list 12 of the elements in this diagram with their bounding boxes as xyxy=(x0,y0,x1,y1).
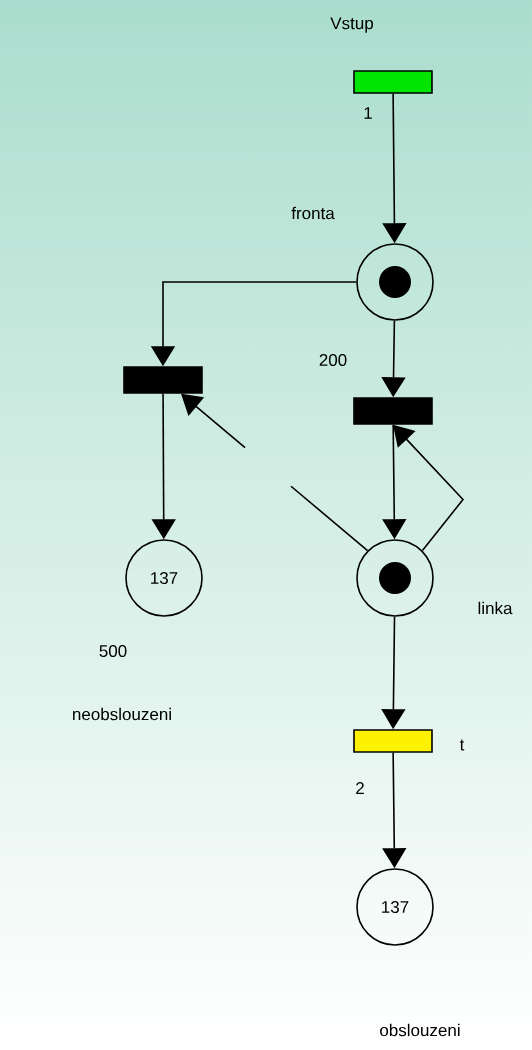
delay-label: 1 xyxy=(364,107,372,119)
marking-number: 137 xyxy=(151,572,178,585)
marking-number: 137 xyxy=(382,901,409,914)
label: neobslouzeni xyxy=(73,707,171,721)
node-label: Vstup xyxy=(330,17,373,33)
node-label: t xyxy=(459,739,465,751)
label: 500 xyxy=(99,645,127,658)
node-label: linka xyxy=(478,601,513,615)
node-label: obslouzeni xyxy=(380,1023,460,1037)
node-label: fronta xyxy=(291,206,335,220)
delay-label: 2 xyxy=(356,782,364,794)
delay-label: 200 xyxy=(319,354,347,367)
